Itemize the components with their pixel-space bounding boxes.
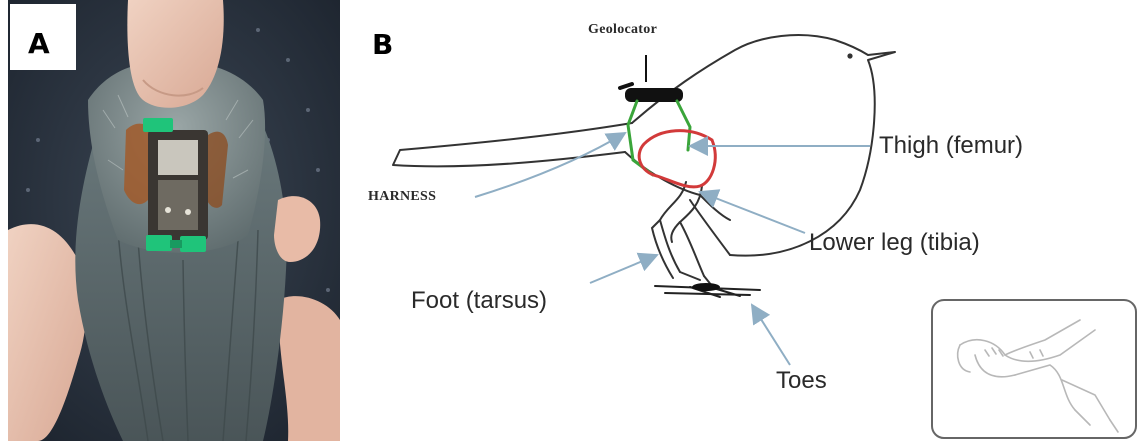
label-foot: Foot (tarsus) — [411, 287, 547, 315]
geolocator-device — [620, 55, 683, 102]
skeleton-inset — [932, 300, 1136, 438]
label-harness: HARNESS — [368, 189, 436, 205]
label-toes: Toes — [776, 367, 827, 395]
foot-blob — [692, 283, 720, 291]
arrow-foot — [590, 255, 657, 283]
arrow-toes — [752, 305, 790, 365]
harness-loop — [628, 101, 690, 175]
arrow-lower-leg — [700, 192, 805, 233]
label-thigh: Thigh (femur) — [879, 132, 1023, 160]
femur-outline — [639, 131, 715, 187]
label-lower-leg: Lower leg (tibia) — [809, 229, 980, 257]
label-geolocator: Geolocator — [588, 22, 657, 38]
